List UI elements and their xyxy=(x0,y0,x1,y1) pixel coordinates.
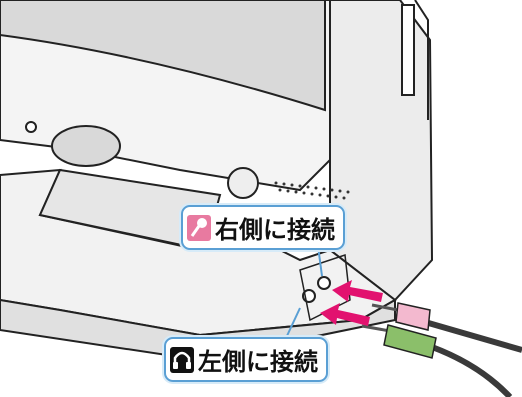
pink-cable xyxy=(424,319,522,353)
stand-inner xyxy=(38,168,222,252)
arrow-to-headphone-jack xyxy=(320,303,370,326)
callout-connect-right: 右側に接続 xyxy=(181,205,345,250)
power-button xyxy=(227,167,259,199)
arrow-to-mic-jack xyxy=(332,280,383,302)
pink-plug xyxy=(371,302,431,331)
mic-jack xyxy=(317,276,331,290)
front-button xyxy=(51,125,121,167)
speaker-grille xyxy=(274,181,350,200)
green-cable xyxy=(430,344,513,397)
callout-connect-left: 左側に接続 xyxy=(164,337,328,382)
drive-slot xyxy=(401,4,415,96)
leader-line-left xyxy=(285,307,301,339)
jack-bezel xyxy=(299,253,351,322)
monitor-screen xyxy=(0,0,326,112)
headphone-icon xyxy=(170,346,194,373)
indicator-dot xyxy=(25,121,37,133)
callout-left-label: 左側に接続 xyxy=(198,348,318,376)
callout-right-label: 右側に接続 xyxy=(215,216,335,244)
leader-line-right xyxy=(317,245,323,277)
microphone-icon xyxy=(187,214,211,241)
green-plug xyxy=(361,324,437,359)
side-edge xyxy=(414,0,429,120)
